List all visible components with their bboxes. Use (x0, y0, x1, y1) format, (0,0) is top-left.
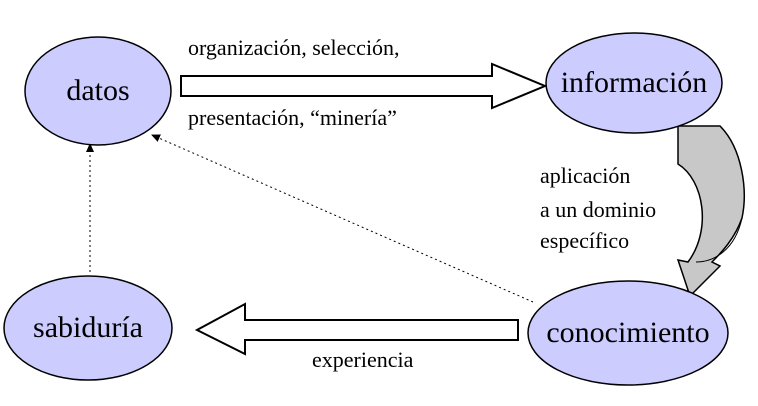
node-informacion: información (545, 32, 723, 134)
node-conocimiento-ellipse (527, 280, 729, 386)
node-sabiduria-ellipse (3, 275, 173, 381)
block-arrow-conocimiento-sabiduria (194, 302, 519, 356)
node-informacion-ellipse (545, 32, 723, 134)
node-conocimiento-label: conocimiento (546, 316, 709, 349)
edge-label-informacion-conocimiento-line2: a un dominio (540, 197, 656, 222)
node-datos-ellipse (24, 36, 172, 146)
curved-arrow-lower-face (695, 217, 743, 263)
edge-label-datos-informacion-top: organización, selección, (188, 35, 400, 60)
edge-label-conocimiento-sabiduria: experiencia (312, 347, 414, 372)
edge-label-informacion-conocimiento-line3: específico (540, 228, 629, 253)
edge-label-informacion-conocimiento-line1: aplicación (540, 163, 630, 188)
node-datos: datos (24, 36, 172, 146)
node-sabiduria: sabiduría (3, 275, 173, 381)
curved-arrow-informacion-conocimiento (676, 125, 745, 298)
block-arrow-datos-informacion (180, 62, 548, 110)
node-conocimiento: conocimiento (527, 280, 729, 386)
dotted-arrow-conocimiento-datos (151, 134, 534, 303)
node-datos-label: datos (66, 74, 129, 107)
edge-label-datos-informacion-bottom: presentación, “minería” (188, 105, 397, 130)
node-sabiduria-label: sabiduría (33, 311, 143, 344)
node-informacion-label: información (561, 66, 708, 99)
